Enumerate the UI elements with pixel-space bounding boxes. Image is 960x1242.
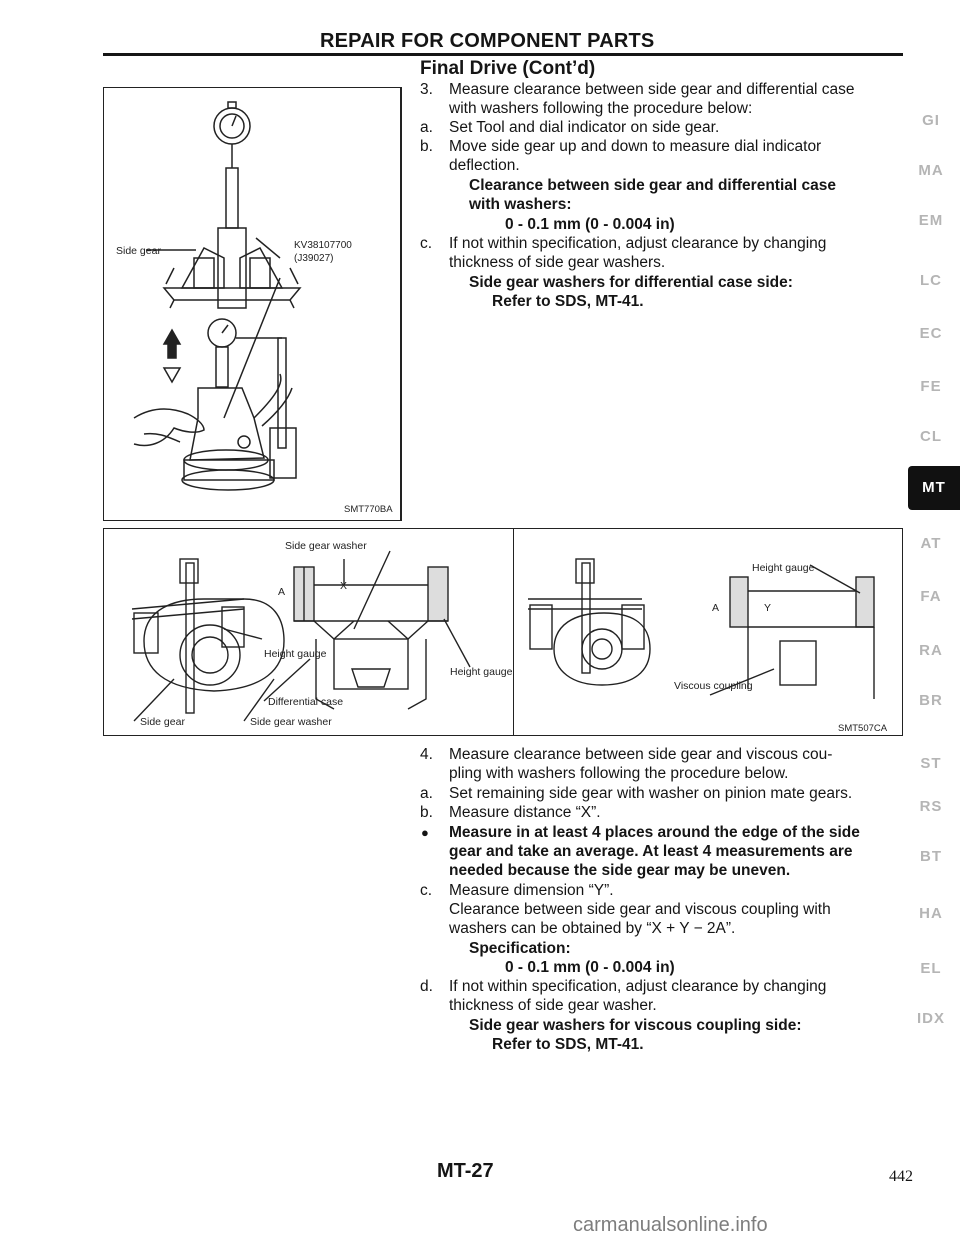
a-label-right: A [712,602,719,614]
a-label: A [278,586,285,598]
step-3a-marker: a. [420,119,433,136]
tab-el[interactable]: EL [920,960,942,977]
tab-cl[interactable]: CL [920,428,942,445]
tab-ra[interactable]: RA [919,642,943,659]
tab-em[interactable]: EM [918,212,944,229]
step-4-line-2: pling with washers following the procedu… [449,765,789,782]
step-4-bullet: ● [421,825,429,840]
step-4-washer-ref: Refer to SDS, MT-41. [492,1036,644,1053]
tab-rs[interactable]: RS [919,798,943,815]
step-3c-marker: c. [420,235,433,252]
tab-ha[interactable]: HA [919,905,943,922]
step-4c-line-1: Measure dimension “Y”. [449,882,614,899]
step-4a-marker: a. [420,785,433,802]
figure-2-code: SMT507CA [838,723,888,734]
tool-number-label: KV38107700 [294,240,352,251]
step-3-washer-ref: Refer to SDS, MT-41. [492,293,644,310]
step-4c-line-2: Clearance between side gear and viscous … [449,901,831,918]
header-rule [103,53,903,56]
step-4d-line-1: If not within specification, adjust clea… [449,978,827,995]
tab-st[interactable]: ST [920,755,942,772]
side-gear-label: Side gear [116,245,161,257]
figure-dial-indicator: Side gear KV38107700 (J39027) SMT770BA [103,87,401,521]
step-3-spec-value: 0 - 0.1 mm (0 - 0.004 in) [505,216,675,233]
figure-1-edge [401,87,402,521]
step-4-washer-title: Side gear washers for viscous coupling s… [469,1017,802,1034]
step-4b-text: Measure distance “X”. [449,804,601,821]
page-title: REPAIR FOR COMPONENT PARTS [320,30,655,52]
step-4-block: 4. Measure clearance between side gear a… [420,745,910,1065]
x-label: X [340,580,347,592]
step-3-spec-line-2: with washers: [469,196,572,213]
step-3c-line-2: thickness of side gear washers. [449,254,666,271]
y-label: Y [764,602,771,614]
figure-2-illustration: Side gear washer A X Height gauge Height… [131,540,888,734]
step-3-line-2: with washers following the procedure bel… [449,100,753,117]
step-4b-marker: b. [420,804,433,821]
step-4c-marker: c. [420,882,433,899]
height-gauge-left-label: Height gauge [264,648,327,660]
step-3b-line-1: Move side gear up and down to measure di… [449,138,822,155]
tab-ma[interactable]: MA [918,162,944,179]
tool-alt-number-label: (J39027) [294,253,333,264]
step-3b-marker: b. [420,138,433,155]
step-4-number: 4. [420,746,433,763]
section-title: Final Drive (Cont’d) [420,58,596,79]
step-4-spec-value: 0 - 0.1 mm (0 - 0.004 in) [505,959,675,976]
tab-idx[interactable]: IDX [916,1010,945,1027]
figure-2-divider [513,528,514,736]
tab-mt-active[interactable]: MT [908,466,960,510]
tab-at[interactable]: AT [920,535,942,552]
figure-1-illustration: Side gear KV38107700 (J39027) SMT770BA [116,101,393,515]
height-gauge-mid-label: Height gauge [450,666,513,678]
step-4a-text: Set remaining side gear with washer on p… [449,785,853,802]
side-gear-label-fig2: Side gear [140,716,185,728]
step-3-block: 3. Measure clearance between side gear a… [420,80,910,340]
step-3-spec-line-1: Clearance between side gear and differen… [469,177,836,194]
height-gauge-right-label: Height gauge [752,562,815,574]
tab-fa[interactable]: FA [920,588,942,605]
step-4-bullet-line-3: needed because the side gear may be unev… [449,862,791,879]
tab-lc[interactable]: LC [920,272,942,289]
step-3b-line-2: deflection. [449,157,520,174]
step-4-bullet-line-1: Measure in at least 4 places around the … [449,824,860,841]
step-3-number: 3. [420,81,433,98]
page-reference: MT-27 [437,1160,494,1182]
tab-ec[interactable]: EC [919,325,943,342]
page-number: 442 [889,1168,913,1185]
step-4-spec-title: Specification: [469,940,571,957]
step-3c-line-1: If not within specification, adjust clea… [449,235,827,252]
step-3-line-1: Measure clearance between side gear and … [449,81,855,98]
step-4c-line-3: washers can be obtained by “X + Y − 2A”. [449,920,736,937]
figure-height-gauge: Side gear washer A X Height gauge Height… [103,528,903,736]
viscous-coupling-label: Viscous coupling [674,680,753,692]
figure-1-code: SMT770BA [344,504,393,515]
tab-bt[interactable]: BT [920,848,942,865]
step-4d-line-2: thickness of side gear washer. [449,997,657,1014]
step-4-line-1: Measure clearance between side gear and … [449,746,833,763]
watermark: carmanualsonline.info [573,1214,768,1236]
tab-br[interactable]: BR [919,692,943,709]
step-3a-text: Set Tool and dial indicator on side gear… [449,119,720,136]
step-3-washer-title: Side gear washers for differential case … [469,274,793,291]
tab-fe[interactable]: FE [920,378,942,395]
tab-gi[interactable]: GI [922,112,940,129]
step-4-bullet-line-2: gear and take an average. At least 4 mea… [449,843,853,860]
side-gear-washer-bottom-label: Side gear washer [250,716,332,728]
side-gear-washer-top-label: Side gear washer [285,540,367,552]
step-4d-marker: d. [420,978,433,995]
differential-case-label: Differential case [268,696,343,708]
